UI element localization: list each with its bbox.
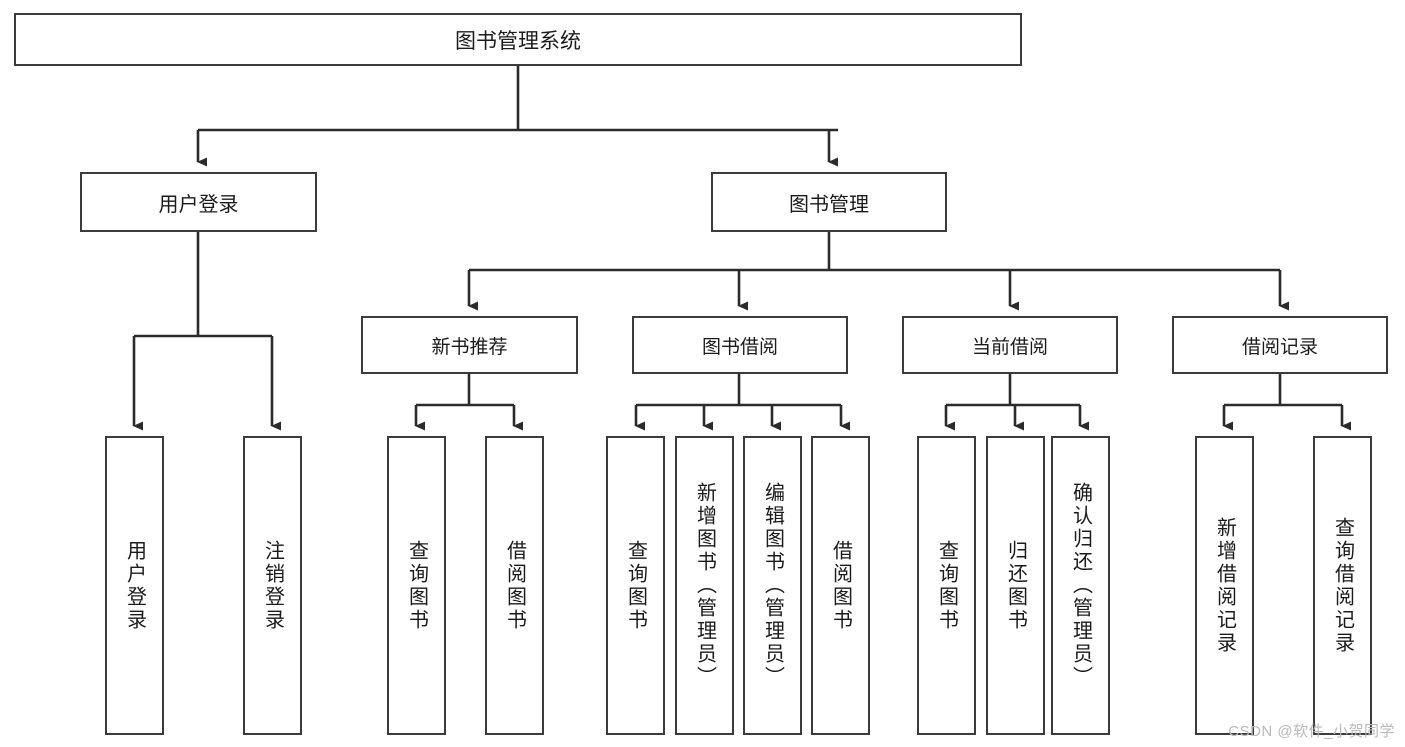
leaf-borrowrecord-add-record[interactable]: 新增借阅记录 xyxy=(1195,436,1254,735)
node-book-borrow[interactable]: 图书借阅 xyxy=(632,316,848,374)
leaf-bookborrow-query-book[interactable]: 查询图书 xyxy=(606,436,665,735)
leaf-newbook-borrow-book-label: 借阅图书 xyxy=(503,539,526,632)
leaf-newbook-borrow-book[interactable]: 借阅图书 xyxy=(485,436,544,735)
leaf-borrowrecord-query-record-label: 查询借阅记录 xyxy=(1331,516,1354,655)
leaf-newbook-query-book-label: 查询图书 xyxy=(405,539,428,632)
leaf-bookborrow-borrow-book[interactable]: 借阅图书 xyxy=(811,436,870,735)
leaf-newbook-query-book[interactable]: 查询图书 xyxy=(387,436,446,735)
leaf-bookborrow-add-book[interactable]: 新增图书（管理员） xyxy=(675,436,734,735)
csdn-watermark: CSDN @软件_小贺同学 xyxy=(1228,723,1395,740)
leaf-user-login-logout-label: 注销登录 xyxy=(261,539,284,632)
leaf-currentborrow-query-book[interactable]: 查询图书 xyxy=(917,436,976,735)
leaf-borrowrecord-add-record-label: 新增借阅记录 xyxy=(1213,516,1236,655)
leaf-bookborrow-add-book-label: 新增图书（管理员） xyxy=(693,482,716,689)
leaf-user-login-login-label: 用户登录 xyxy=(123,539,146,632)
leaf-bookborrow-edit-book-label: 编辑图书（管理员） xyxy=(761,482,784,689)
node-current-borrow[interactable]: 当前借阅 xyxy=(902,316,1118,374)
leaf-currentborrow-confirm-return[interactable]: 确认归还（管理员） xyxy=(1051,436,1110,735)
node-book-management[interactable]: 图书管理 xyxy=(711,172,947,232)
node-user-login-label: 用户登录 xyxy=(158,193,239,216)
leaf-borrowrecord-query-record[interactable]: 查询借阅记录 xyxy=(1313,436,1372,735)
node-borrow-record[interactable]: 借阅记录 xyxy=(1172,316,1388,374)
node-book-borrow-label: 图书借阅 xyxy=(701,336,778,358)
node-new-book-recommend[interactable]: 新书推荐 xyxy=(361,316,578,374)
node-new-book-recommend-label: 新书推荐 xyxy=(431,336,508,358)
leaf-bookborrow-query-book-label: 查询图书 xyxy=(624,539,647,632)
leaf-bookborrow-edit-book[interactable]: 编辑图书（管理员） xyxy=(743,436,802,735)
node-user-login[interactable]: 用户登录 xyxy=(80,172,317,232)
leaf-currentborrow-confirm-return-label: 确认归还（管理员） xyxy=(1069,482,1092,689)
leaf-user-login-login[interactable]: 用户登录 xyxy=(105,436,164,735)
node-current-borrow-label: 当前借阅 xyxy=(971,336,1048,358)
node-book-management-label: 图书管理 xyxy=(789,193,869,216)
leaf-currentborrow-query-book-label: 查询图书 xyxy=(935,539,958,632)
node-root-system[interactable]: 图书管理系统 xyxy=(14,13,1022,66)
node-root-label: 图书管理系统 xyxy=(455,29,581,53)
node-borrow-record-label: 借阅记录 xyxy=(1241,336,1318,358)
leaf-user-login-logout[interactable]: 注销登录 xyxy=(243,436,302,735)
leaf-bookborrow-borrow-book-label: 借阅图书 xyxy=(829,539,852,632)
leaf-currentborrow-return-book[interactable]: 归还图书 xyxy=(986,436,1045,735)
leaf-currentborrow-return-book-label: 归还图书 xyxy=(1004,539,1027,632)
